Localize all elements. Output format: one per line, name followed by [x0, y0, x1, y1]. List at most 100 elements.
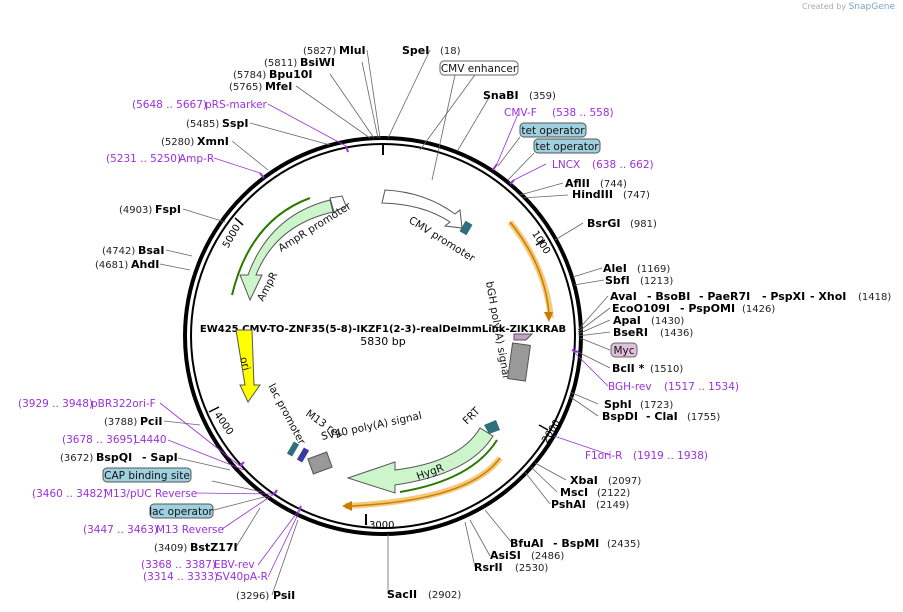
snabi-pos: (359)	[529, 91, 556, 102]
myc-mark	[513, 333, 534, 341]
mlui-pos: (5827)	[303, 46, 336, 57]
pbr-range: (3929 .. 3948)	[18, 398, 93, 410]
eco-label: EcoO109I	[612, 302, 670, 315]
ampr-arrow	[239, 199, 334, 302]
cmvf-label: CMV-F	[504, 107, 537, 119]
primer-marks	[239, 145, 579, 511]
hindiii-label: HindIII	[572, 188, 613, 201]
xbai-pos: (2097)	[608, 476, 641, 487]
rsrii-pos: (2530)	[515, 563, 548, 574]
mlui-label: MluI	[339, 44, 366, 57]
ampr-primer-label: Amp-R	[179, 153, 214, 165]
pbr-label: pBR322ori-F	[91, 398, 156, 410]
bghrev-range: (1517 .. 1534)	[664, 381, 739, 393]
aflii-label: AflII	[565, 177, 590, 190]
primer-leaders	[159, 103, 611, 578]
map-text: lac operator	[149, 506, 213, 518]
mfei-label: MfeI	[265, 80, 292, 93]
avai-pos: (1418)	[858, 292, 891, 303]
bpu10i-label: Bpu10I	[269, 68, 313, 81]
fspi-label: FspI	[155, 203, 181, 216]
sspi-label: SspI	[222, 117, 248, 130]
map-text: - XhoI	[810, 290, 846, 303]
ori-arrow	[235, 329, 261, 403]
asisi-pos: (2486)	[531, 551, 564, 562]
cmvf-range: (538 .. 558)	[552, 107, 614, 119]
lncx-label: LNCX	[552, 159, 580, 171]
map-text: Myc	[613, 345, 634, 357]
bspdi-label: BspDI	[602, 410, 638, 423]
bsai-label: BsaI	[138, 244, 164, 257]
map-text: - SapI	[142, 451, 178, 464]
avai-label: AvaI	[610, 290, 637, 303]
l4440-range: (3678 .. 3695)	[62, 434, 137, 446]
map-text: - BspMI	[553, 537, 599, 550]
map-text: tet operator	[521, 125, 585, 137]
lac-promoter-label: lac promoter	[265, 382, 307, 448]
map-text: - PaeR7I	[699, 290, 750, 303]
bsrgi-pos: (981)	[630, 219, 657, 230]
snapgene-logo: SnapGene	[848, 2, 895, 12]
bstz17i-pos: (3409)	[154, 543, 187, 554]
xmni-pos: (5280)	[161, 137, 194, 148]
tick-3000: 3000	[369, 520, 394, 531]
frt-mark	[484, 420, 500, 434]
ori-label: ori	[237, 356, 252, 372]
ahdi-label: AhdI	[131, 258, 159, 271]
fspi-pos: (4903)	[119, 205, 152, 216]
asisi-label: AsiSI	[490, 549, 521, 562]
xbai-label: XbaI	[570, 474, 598, 487]
myc-box: Myc	[610, 342, 638, 358]
bstz17i-label: BstZ17I	[190, 541, 238, 554]
m13r-label: M13 Reverse	[156, 524, 224, 536]
mfei-pos: (5765)	[229, 82, 262, 93]
bsiwi-pos: (5811)	[264, 58, 297, 69]
sv40pa-range: (3314 .. 3333)	[143, 571, 218, 583]
psii-label: PsiI	[273, 589, 295, 602]
map-text: tet operator	[535, 141, 599, 153]
bcli-pos: (1510)	[650, 364, 683, 375]
m13puc-range: (3460 .. 3482)	[32, 488, 107, 500]
plasmid-length: 5830 bp	[360, 335, 405, 348]
hygr-arrow	[346, 427, 494, 494]
map-text: - BsoBI	[647, 290, 690, 303]
map-text: CAP binding site	[104, 470, 190, 482]
hygr-label: HygR	[415, 462, 445, 483]
bspqi-label: BspQI	[96, 451, 132, 464]
ebv-range: (3368 .. 3387)	[141, 559, 216, 571]
snabi-label: SnaBI	[483, 89, 519, 102]
ampr-primer-range: (5231 .. 5250)	[106, 153, 181, 165]
f1ori-range: (1919 .. 1938)	[633, 450, 708, 462]
xmni-label: XmnI	[197, 135, 229, 148]
sspi-pos: (5485)	[186, 119, 219, 130]
bpu10i-pos: (5784)	[233, 70, 266, 81]
ebv-label: EBV-rev	[214, 559, 255, 571]
plasmid-name: EW425 CMV-TO-ZNF35(5-8)-IKZF1(2-3)-realD…	[200, 324, 566, 335]
bsai-pos: (4742)	[102, 246, 135, 257]
alei-label: AleI	[603, 262, 627, 275]
bspdi-pos: (1755)	[687, 412, 720, 423]
sacii-label: SacII	[387, 588, 417, 601]
tet-operator-mark	[459, 220, 473, 236]
snapgene-brand: Created by SnapGene	[802, 2, 895, 12]
tet-operator-box-2: tet operator	[533, 138, 601, 154]
ampr-promoter-arrow	[329, 195, 347, 213]
sv40-box	[307, 451, 333, 475]
lac-operator-box: lac operator	[149, 503, 214, 519]
alei-pos: (1169)	[637, 264, 670, 275]
bgh-polya-box	[507, 342, 531, 382]
map-text: - ClaI	[646, 410, 678, 423]
aflii-pos: (744)	[600, 179, 627, 190]
pshai-label: PshAI	[551, 498, 586, 511]
pshai-pos: (2149)	[596, 500, 629, 511]
bsiwi-label: BsiWI	[300, 56, 335, 69]
lncx-range: (638 .. 662)	[592, 159, 654, 171]
hindiii-pos: (747)	[623, 190, 650, 201]
cmv-enhancer-box: CMV enhancer	[439, 60, 519, 76]
spei-pos: (18)	[440, 46, 461, 57]
msci-pos: (2122)	[597, 488, 630, 499]
sbfi-label: SbfI	[605, 274, 630, 287]
spei-label: SpeI	[402, 44, 429, 57]
l4440-label: L4440	[134, 434, 167, 446]
